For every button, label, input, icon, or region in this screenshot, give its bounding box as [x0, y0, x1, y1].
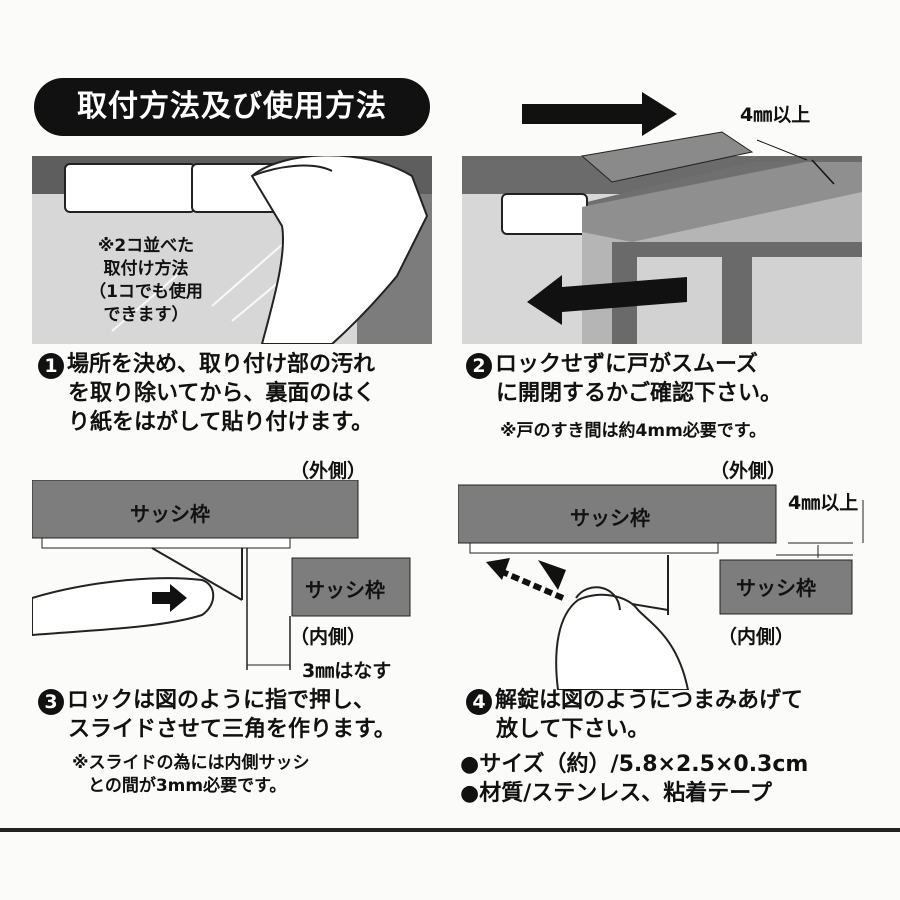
panel-1-note-line: ※2コ並べた — [97, 236, 195, 256]
bottom-divider — [0, 828, 900, 832]
panel-3-gap-label: 3㎜はなす — [302, 660, 392, 682]
illustration-panel-3 — [32, 480, 411, 670]
page-title: 取付方法及び使用方法 — [34, 78, 430, 136]
step-4-line: 解錠は図のようにつまみあげて — [495, 688, 804, 713]
step-3-note-line: との間が3mm必要です。 — [88, 776, 287, 796]
step-1-number: 1 — [38, 353, 64, 379]
panel-4-frame-top: サッシ枠 — [570, 506, 650, 530]
step-1-line: を取り除いてから、裏面のはく — [68, 381, 376, 406]
panel-3-frame-top: サッシ枠 — [130, 502, 210, 526]
panel-1-note: ※2コ並べた 取付け方法 （1コでも使用 できます） — [66, 235, 226, 327]
step-1-line: 場所を決め、取り付け部の汚れ — [67, 352, 376, 377]
panel-4-gap-label: 4㎜以上 — [788, 492, 859, 514]
step-2-line: ロックせずに戸がスムーズ — [495, 352, 758, 377]
illustration-panel-2 — [462, 92, 862, 344]
panel-1-note-line: 取付け方法 — [103, 259, 189, 279]
step-3-notes: ※スライドの為には内側サッシ との間が3mm必要です。 — [72, 752, 310, 798]
step-3-number: 3 — [38, 689, 64, 715]
illustration-panel-4 — [458, 484, 864, 690]
illustration-panel-1 — [32, 156, 432, 344]
step-4-number: 4 — [466, 689, 492, 715]
spec-list: ●サイズ（約）/5.8×2.5×0.3cm ●材質/ステンレス、粘着テープ — [460, 750, 890, 808]
panel-3-outside-label: （外側） — [290, 460, 367, 482]
panel-2-gap-label: 4㎜以上 — [740, 104, 811, 126]
step-1-line: り紙をはがして貼り付けます。 — [68, 410, 374, 435]
panel-1-note-line: （1コでも使用 — [89, 282, 203, 302]
panel-3-inside-label: （内側） — [290, 626, 367, 648]
panel-3-frame-bottom: サッシ枠 — [305, 578, 385, 602]
panel-4-inside-label: （内側） — [718, 626, 795, 648]
step-4-line: 放して下さい。 — [496, 717, 650, 742]
spec-item: ●材質/ステンレス、粘着テープ — [460, 781, 772, 806]
spec-item: ●サイズ（約）/5.8×2.5×0.3cm — [460, 752, 809, 777]
step-2-line: に開閉するかご確認下さい。 — [496, 381, 783, 406]
step-2-number: 2 — [466, 353, 492, 379]
step-3-line: ロックは図のように指で押し、 — [67, 688, 376, 713]
panel-4-frame-bottom: サッシ枠 — [736, 576, 816, 600]
panel-1-note-line: できます） — [103, 305, 189, 325]
step-3-line: スライドさせて三角を作ります。 — [68, 717, 396, 742]
step-2-note: ※戸のすき間は約4mm必要です。 — [500, 421, 767, 441]
step-3-note-line: ※スライドの為には内側サッシ — [72, 753, 310, 773]
panel-4-outside-label: （外側） — [710, 460, 787, 482]
